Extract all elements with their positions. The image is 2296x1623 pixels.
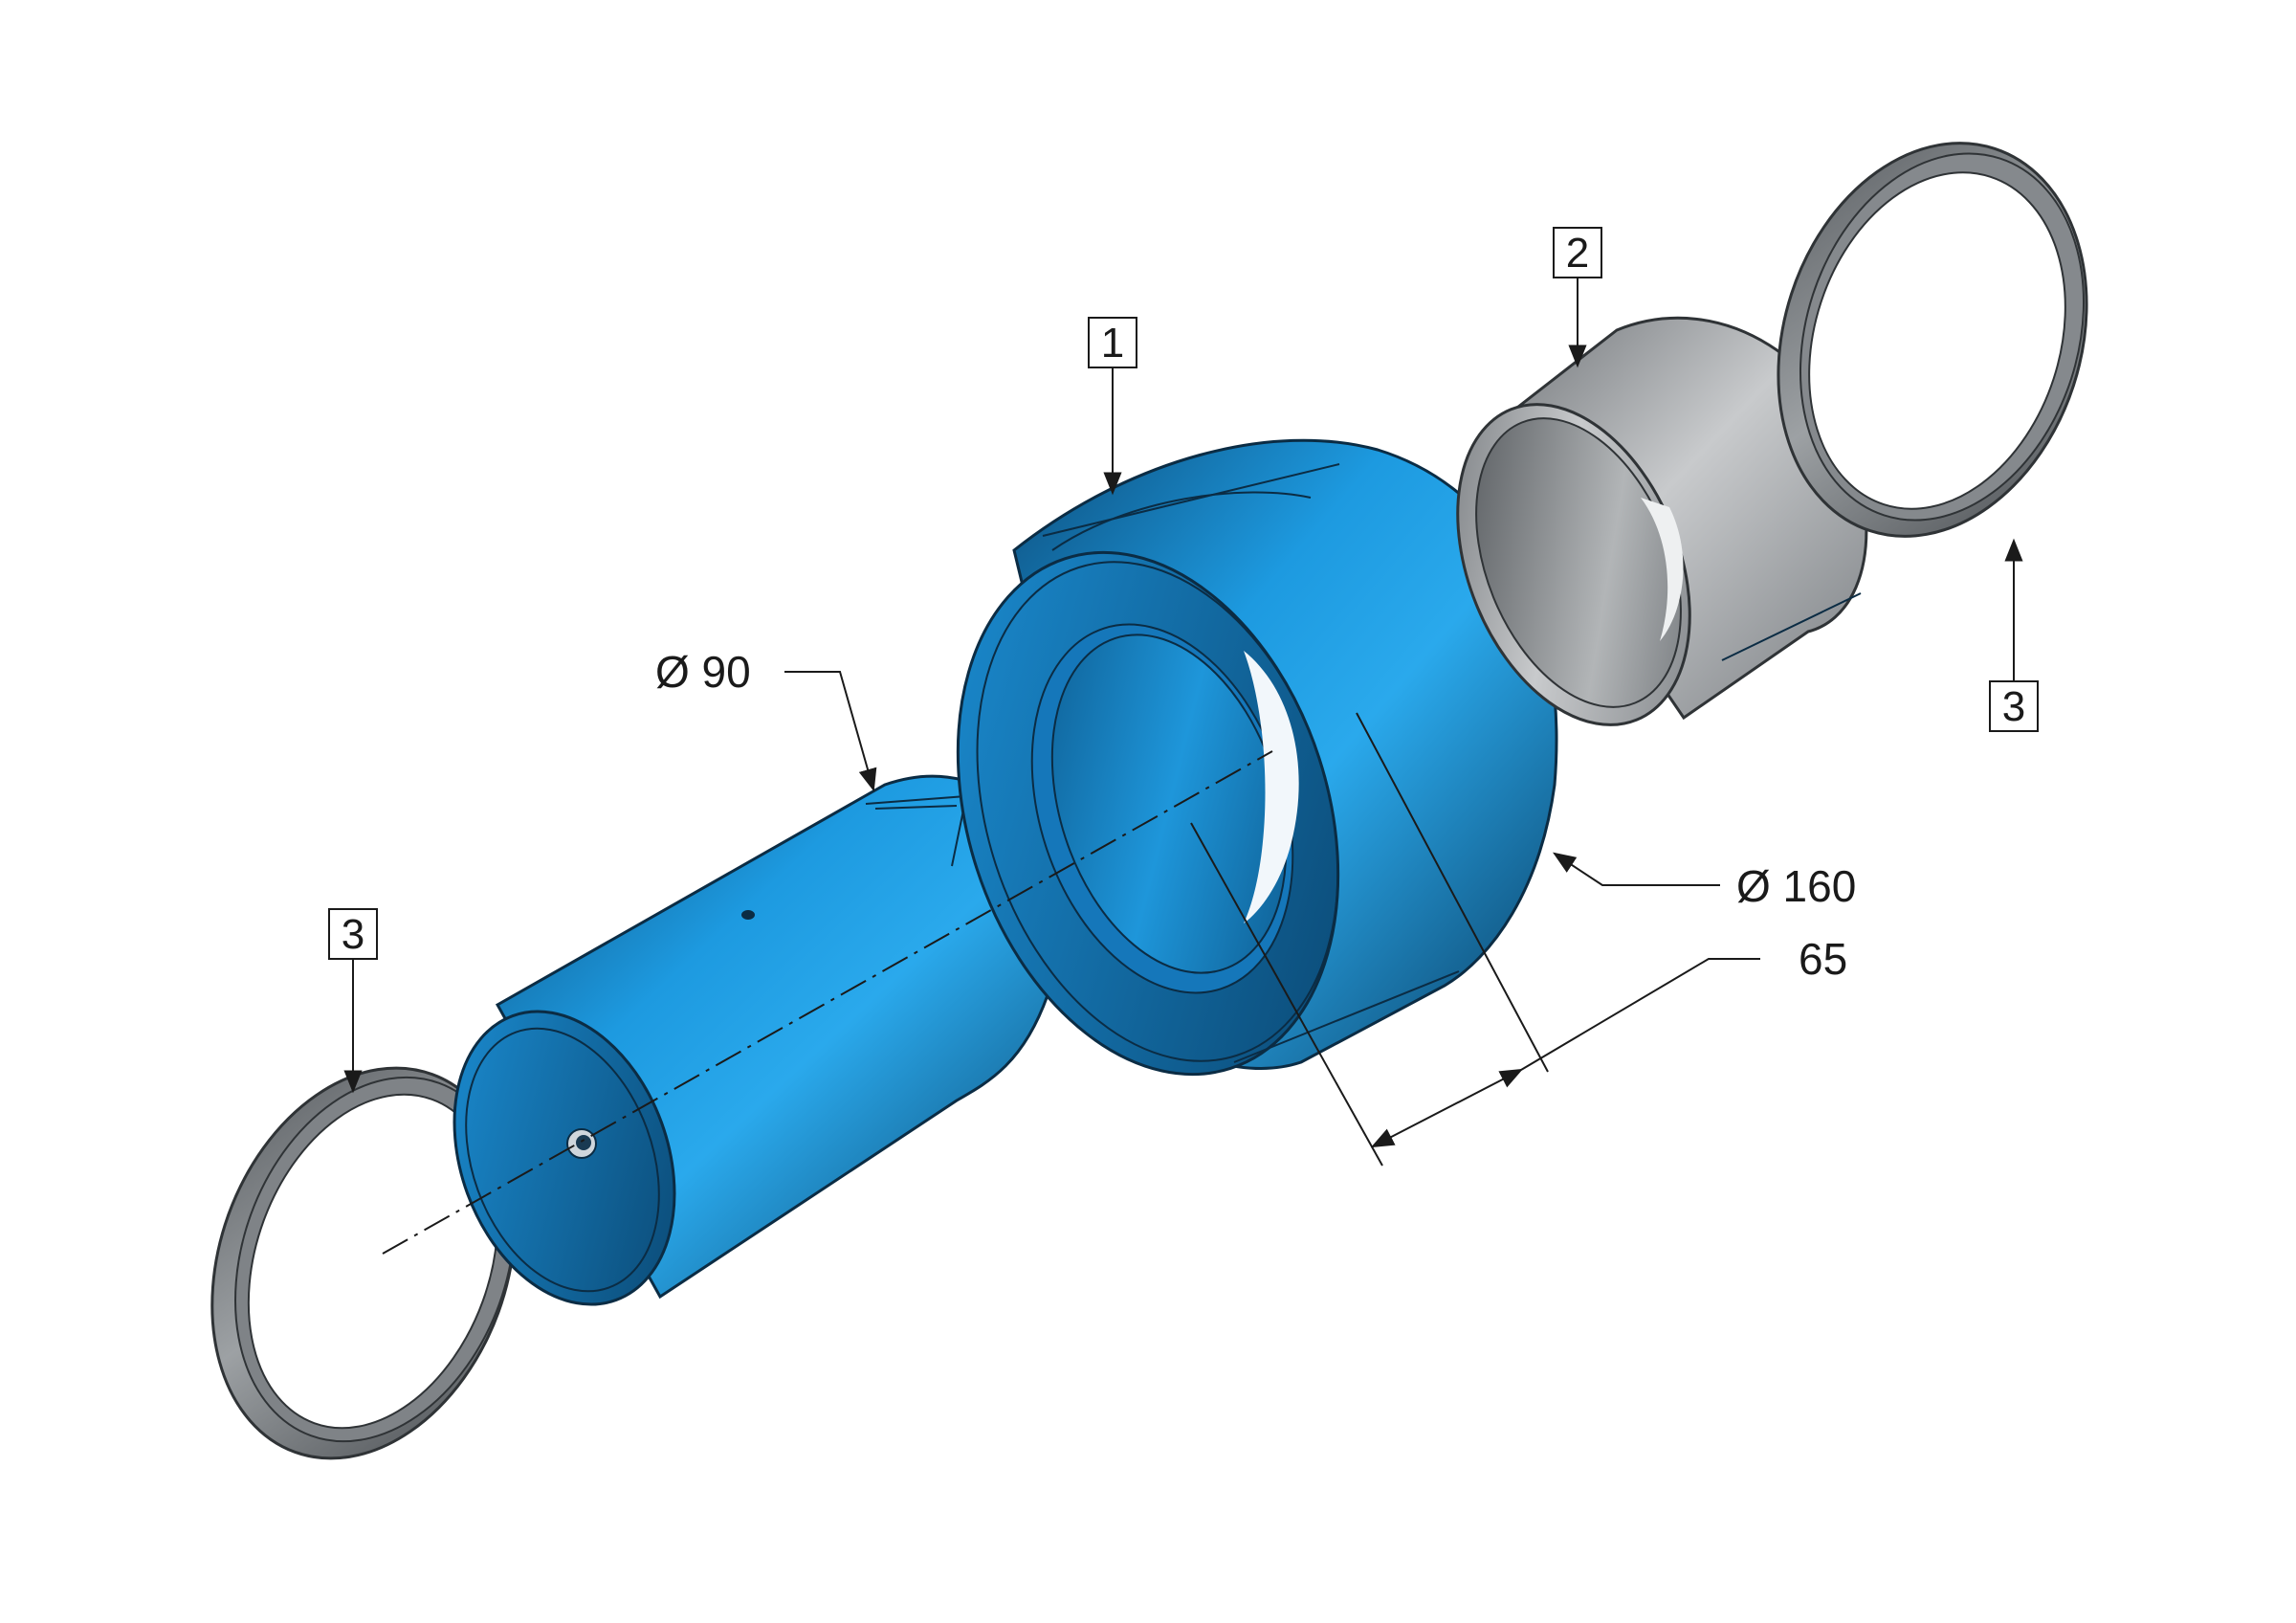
- threaded-hole-icon: [566, 1128, 597, 1159]
- balloon-part-2-number: 2: [1566, 230, 1589, 277]
- pin-cylinder: [453, 774, 1058, 1306]
- balloon-part-1: 1: [1088, 317, 1137, 496]
- balloon-part-3-right: 3: [1989, 538, 2039, 732]
- dimension-width: 65: [1190, 712, 1847, 1167]
- pin-diameter-label: Ø 90: [655, 647, 751, 697]
- axis-centerline: [382, 750, 1273, 1255]
- balloon-part-1-number: 1: [1101, 320, 1124, 367]
- outer-diameter-label: Ø 160: [1736, 861, 1856, 911]
- wheel-part-1: [956, 438, 1558, 1077]
- dimension-pin-diameter: Ø 90: [655, 647, 877, 792]
- spacer-ring-left: [210, 1066, 517, 1460]
- balloon-part-3-left-number: 3: [342, 911, 364, 958]
- balloon-part-3-right-number: 3: [2002, 683, 2025, 730]
- balloon-part-2: 2: [1553, 227, 1602, 368]
- spacer-ring-right: [1777, 142, 2088, 538]
- lube-hole-icon: [741, 910, 755, 920]
- balloon-part-3-left: 3: [328, 908, 378, 1094]
- dimension-outer-diameter: Ø 160: [1552, 852, 1856, 911]
- bushing-part-2: [1456, 316, 1868, 726]
- width-label: 65: [1799, 934, 1847, 984]
